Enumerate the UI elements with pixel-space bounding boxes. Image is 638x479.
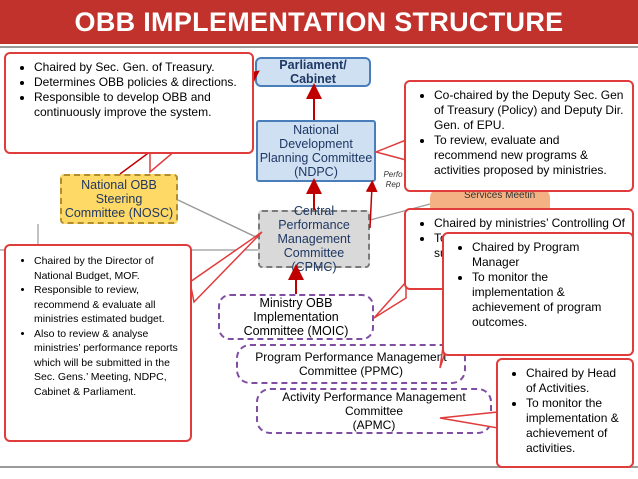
- services-meeting-fragment: Services Meetin: [464, 190, 536, 201]
- treasury-point-2: Determines OBB policies & directions.: [34, 75, 246, 90]
- nosc-box: National OBB Steering Committee (NOSC): [60, 174, 178, 224]
- budget-point-3: Also to review & analyse ministries’ per…: [34, 327, 184, 400]
- moic-callout-pointer: [373, 280, 407, 319]
- activity-callout: Chaired by Head of Activities. To monito…: [496, 358, 634, 468]
- parliament-cabinet-label: Parliament/ Cabinet: [279, 58, 347, 86]
- cpmc-box: Central Performance Management Committee…: [258, 204, 370, 274]
- activity-point-1: Chaired by Head of Activities.: [526, 366, 626, 396]
- ndpc-point-2: To review, evaluate and recommend new pr…: [434, 133, 626, 178]
- treasury-point-3: Responsible to develop OBB and continuou…: [34, 90, 246, 120]
- nosc-line-1: National OBB Steering: [81, 178, 157, 206]
- budget-callout: Chaired by the Director of National Budg…: [4, 244, 192, 442]
- cpmc-to-services-line: [369, 203, 431, 221]
- moic-point-1: Chaired by ministries’ Controlling Of: [434, 216, 626, 231]
- activity-callout-pointer: [439, 411, 499, 429]
- program-callout: Chaired by Program Manager To monitor th…: [442, 232, 634, 356]
- apmc-line-1: Activity Performance Management Committe…: [282, 390, 466, 418]
- program-point-1: Chaired by Program Manager: [472, 240, 626, 270]
- header-bar: OBB IMPLEMENTATION STRUCTURE: [0, 0, 638, 44]
- ndpc-point-1: Co-chaired by the Deputy Sec. Gen of Tre…: [434, 88, 626, 133]
- cpmc-line-1: Central Performance: [278, 204, 350, 232]
- moic-line-1: Ministry OBB Implementation: [253, 296, 339, 324]
- cpmc-to-ndpc-side-arrow: [365, 180, 378, 229]
- budget-point-1: Chaired by the Director of National Budg…: [34, 254, 184, 283]
- page-title: OBB IMPLEMENTATION STRUCTURE: [74, 6, 564, 37]
- ndpc-line-2: Planning Committee: [259, 151, 373, 165]
- ndpc-callout: Co-chaired by the Deputy Sec. Gen of Tre…: [404, 80, 634, 192]
- perf-fragment-1: Perfo: [383, 170, 403, 179]
- budget-callout-pointer: [189, 231, 263, 304]
- budget-point-2: Responsible to review, recommend & evalu…: [34, 283, 184, 327]
- nosc-line-2: Committee (NOSC): [64, 206, 174, 220]
- apmc-box: Activity Performance Management Committe…: [256, 388, 492, 434]
- bottom-divider: [0, 466, 638, 468]
- top-divider: [0, 46, 638, 48]
- treasury-point-1: Chaired by Sec. Gen. of Treasury.: [34, 60, 246, 75]
- ppmc-box: Program Performance Management Committee…: [236, 344, 466, 384]
- ndpc-line-1: National Development: [279, 123, 353, 151]
- apmc-line-2: (APMC): [352, 418, 396, 432]
- treasury-callout: Chaired by Sec. Gen. of Treasury. Determ…: [4, 52, 254, 154]
- program-point-2: To monitor the implementation & achievem…: [472, 270, 626, 330]
- moic-box: Ministry OBB Implementation Committee (M…: [218, 294, 374, 340]
- perf-fragment-2: Rep: [385, 180, 401, 189]
- activity-point-2: To monitor the implementation & achievem…: [526, 396, 626, 456]
- ndpc-callout-pointer: [373, 138, 407, 161]
- ndpc-line-3: (NDPC): [294, 165, 338, 179]
- ppmc-label: Program Performance Management Committee…: [255, 350, 447, 378]
- performance-reports-fragment: Perfo Rep: [378, 170, 408, 190]
- cpmc-line-2: Management: [277, 232, 351, 246]
- moic-line-2: Committee (MOIC): [243, 324, 349, 338]
- nosc-to-cpmc-line: [177, 199, 259, 239]
